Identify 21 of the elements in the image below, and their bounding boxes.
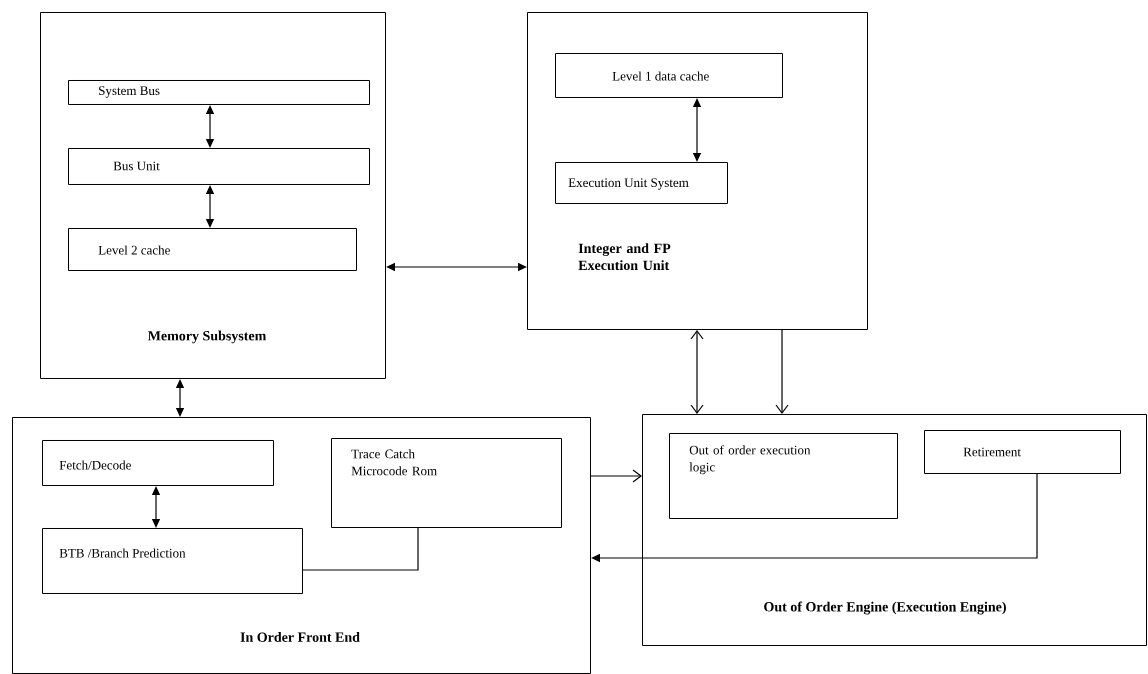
component-box: Out of order execution logic — [669, 433, 898, 519]
connector-line — [302, 527, 419, 571]
component-box: Trace Catch Microcode Rom — [331, 438, 562, 528]
component-box: Level 2 cache — [68, 228, 357, 271]
component-box: BTB /Branch Prediction — [42, 528, 303, 594]
component-box: System Bus — [68, 80, 370, 105]
arrow — [175, 379, 185, 417]
arrow — [692, 98, 702, 162]
arrow — [775, 329, 789, 414]
component-box: Execution Unit System — [555, 162, 728, 204]
component-box: Fetch/Decode — [42, 440, 274, 486]
component-box: Retirement — [924, 430, 1121, 474]
arrow — [386, 262, 527, 272]
component-box: Level 1 data cache — [555, 53, 783, 98]
arrow — [690, 330, 704, 414]
arrow — [205, 185, 215, 228]
arrow — [151, 486, 161, 528]
component-box: Bus Unit — [68, 148, 370, 185]
arrow — [591, 473, 1038, 563]
arrow — [205, 105, 215, 148]
arrow — [590, 469, 642, 483]
